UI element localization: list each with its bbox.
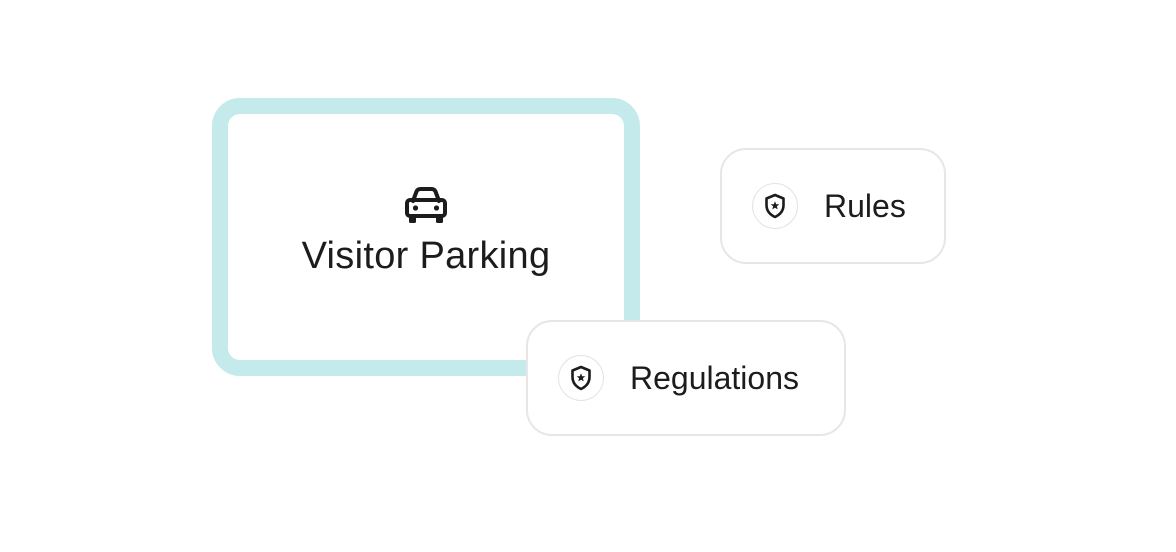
rules-icon-circle — [752, 183, 798, 229]
regulations-chip[interactable]: Regulations — [526, 320, 846, 436]
visitor-parking-card[interactable]: Visitor Parking — [212, 98, 640, 376]
shield-star-icon — [765, 193, 785, 219]
visitor-parking-card-content: Visitor Parking — [228, 114, 624, 360]
regulations-icon-circle — [558, 355, 604, 401]
shield-star-icon — [571, 365, 591, 391]
rules-label: Rules — [824, 187, 906, 224]
rules-chip[interactable]: Rules — [720, 148, 946, 264]
car-icon — [405, 186, 447, 223]
visitor-parking-title: Visitor Parking — [301, 234, 551, 277]
regulations-label: Regulations — [630, 359, 799, 396]
